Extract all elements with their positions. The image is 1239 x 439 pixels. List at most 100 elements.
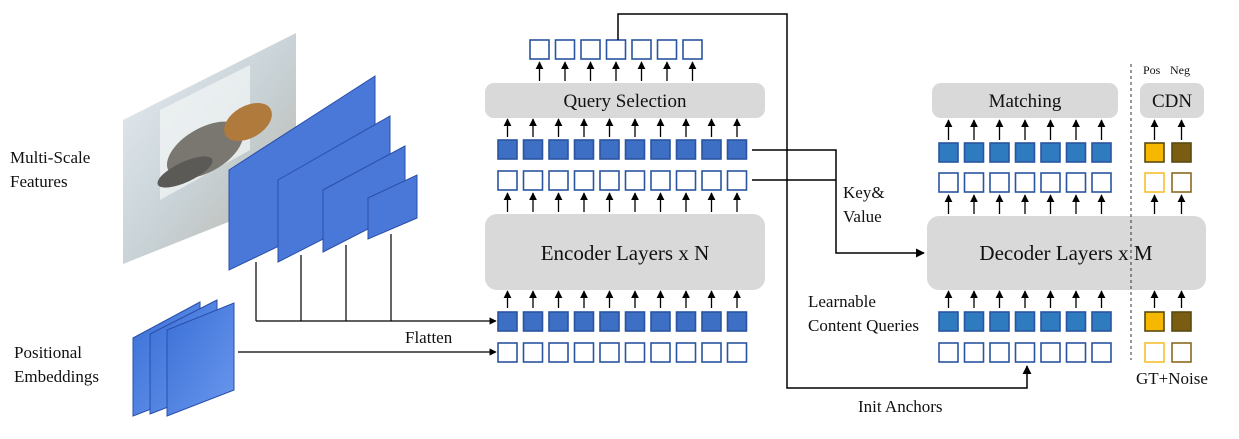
decoder-output-token [1091,142,1112,163]
key-value-label-2: Value [843,207,882,226]
encoder-tokens [497,39,748,363]
encoder-output-token [522,139,544,160]
decoder-output-token [1014,142,1036,163]
multi-scale-label-2: Features [10,172,68,191]
decoder-layers-label: Decoder Layers x M [979,241,1153,265]
encoder-pos-token [573,342,595,363]
decoder-output-token [963,142,985,163]
positional-label-1: Positional [14,343,82,362]
encoder-input-token [701,311,722,332]
query-selection-box [485,83,765,118]
encoder-output-pos-token [675,170,697,191]
encoder-output-token [650,139,671,160]
cdn-neg-query-token [1171,311,1192,332]
encoder-pos-token [624,342,646,363]
cdn-pos-output-pos-token [1144,172,1165,193]
cdn-pos-output-token [1144,142,1165,163]
encoder-output-token [497,139,518,160]
positional-label-2: Embeddings [14,367,99,386]
anchor-token [1091,342,1112,363]
decoder-output-pos-token [989,172,1010,193]
encoder-input-token [726,311,748,332]
decoder-output-pos-token [1014,172,1036,193]
multi-scale-features-stack [123,33,418,271]
content-query-token [1091,311,1112,332]
content-query-token [938,311,959,332]
decoder-tokens [938,119,1192,363]
matching-box [932,83,1118,118]
selected-query-token [529,39,550,60]
encoder-output-token [726,139,748,160]
decoder-output-token [1040,142,1061,163]
key-value-label-1: Key& [843,183,885,202]
selected-query-token [656,39,678,60]
learnable-label-1: Learnable [808,292,876,311]
decoder-output-token [989,142,1010,163]
encoder-output-pos-token [624,170,646,191]
cdn-box [1140,83,1204,118]
encoder-layers-label: Encoder Layers x N [541,241,710,265]
selected-query-token [682,39,703,60]
cdn-neg-anchor-token [1171,342,1192,363]
cdn-pos-anchor-token [1144,342,1165,363]
gt-noise-label: GT+Noise [1136,369,1208,388]
encoder-input-token [624,311,646,332]
content-query-token [1040,311,1061,332]
encoder-input-token [573,311,595,332]
flatten-connectors [255,234,497,325]
encoder-output-pos-token [548,170,569,191]
cdn-label: CDN [1152,91,1192,112]
encoder-output-token [573,139,595,160]
encoder-input-token [650,311,671,332]
encoder-output-pos-token [726,170,748,191]
encoder-output-token [548,139,569,160]
encoder-pos-token [675,342,697,363]
content-query-token [1065,311,1087,332]
content-query-token [989,311,1010,332]
anchor-token [963,342,985,363]
query-selection-label: Query Selection [564,91,687,112]
encoder-pos-token [548,342,569,363]
learnable-label-2: Content Queries [808,316,919,335]
encoder-input-token [548,311,569,332]
matching-label: Matching [989,91,1062,112]
feature-map-4 [367,174,418,240]
encoder-pos-token [726,342,748,363]
anchor-token [938,342,959,363]
encoder-output-pos-token [573,170,595,191]
selected-query-token [631,39,652,60]
anchor-token [989,342,1010,363]
init-anchors-label: Init Anchors [858,397,943,416]
decoder-output-pos-token [1091,172,1112,193]
content-query-token [1014,311,1036,332]
encoder-pos-token [650,342,671,363]
key-value-line-1 [752,149,925,258]
encoder-output-token [599,139,620,160]
encoder-output-token [701,139,722,160]
encoder-input-token [497,311,518,332]
encoder-input-token [522,311,544,332]
pos-label: Pos [1143,63,1161,77]
decoder-output-pos-token [1040,172,1061,193]
anchor-token [1040,342,1061,363]
encoder-pos-token [701,342,722,363]
encoder-output-pos-token [701,170,722,191]
neg-label: Neg [1170,63,1190,77]
decoder-output-token [938,142,959,163]
selected-query-token [554,39,576,60]
encoder-output-pos-token [522,170,544,191]
encoder-output-pos-token [650,170,671,191]
cdn-neg-output-token [1171,142,1192,163]
encoder-pos-token [522,342,544,363]
decoder-output-pos-token [938,172,959,193]
encoder-output-token [624,139,646,160]
flatten-label: Flatten [405,328,453,347]
encoder-layers-box [485,214,765,290]
encoder-output-pos-token [497,170,518,191]
cdn-pos-query-token [1144,311,1165,332]
selected-query-token [605,39,627,60]
encoder-pos-token [599,342,620,363]
decoder-layers-box [927,216,1206,290]
encoder-output-pos-token [599,170,620,191]
